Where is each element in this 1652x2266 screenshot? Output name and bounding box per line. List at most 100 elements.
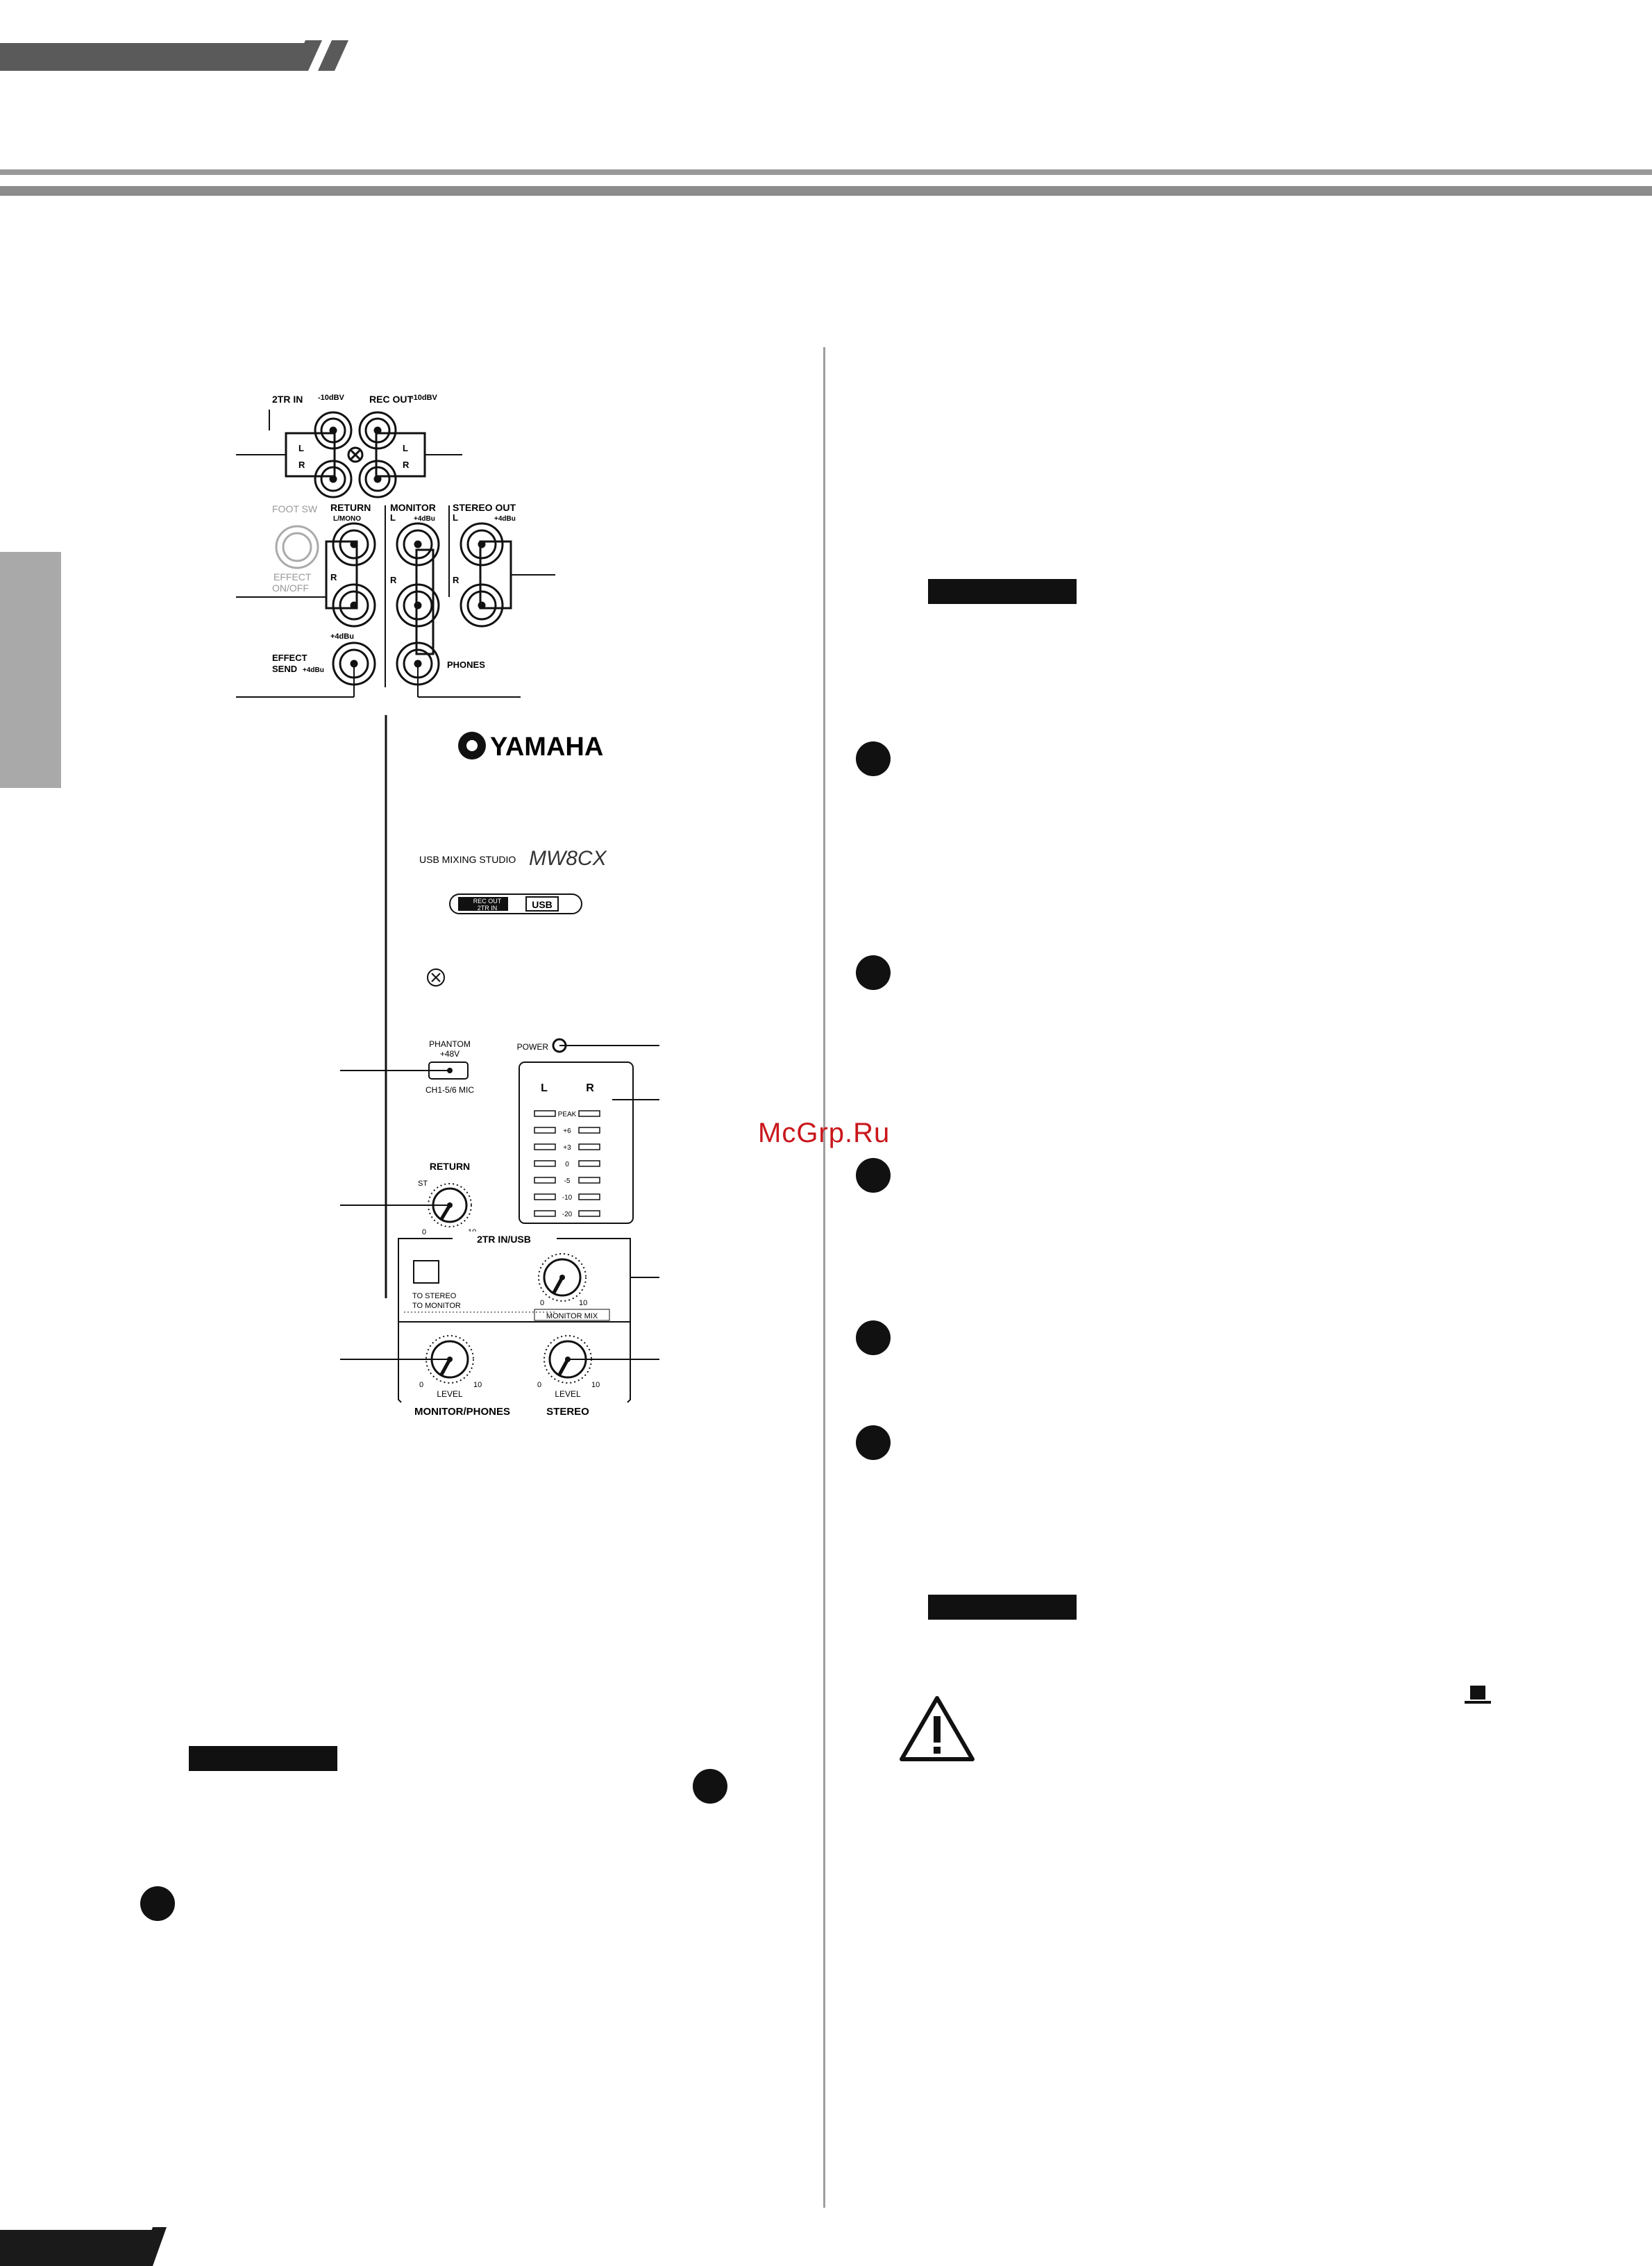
header-bar (0, 43, 305, 71)
footer-bar (0, 2230, 153, 2266)
label-monitor-level: +4dBu (414, 515, 435, 523)
label-effect-send-1: EFFECT (272, 653, 307, 663)
trs-jacks (325, 522, 512, 686)
label-stereo-r: R (453, 575, 460, 585)
label-return-r: R (330, 572, 337, 582)
label-l-out: L (403, 443, 408, 453)
label-monitor-r: R (390, 575, 397, 585)
rca-jacks (285, 411, 426, 498)
return-st-label: ST (418, 1180, 428, 1188)
usb-badge-line1: REC OUT (473, 898, 502, 905)
callout-dot-2 (856, 955, 891, 990)
callout-dot-7 (140, 1886, 175, 1921)
usb-badge-usb: USB (532, 899, 553, 910)
yamaha-logo: YAMAHA (458, 732, 603, 762)
label-rec-out-level: -10dBV (411, 394, 438, 402)
monitor-level-zero: 0 (419, 1381, 423, 1389)
small-square-icon (1465, 1686, 1491, 1704)
return-knob-title: RETURN (430, 1161, 470, 1172)
meter-led-left (534, 1210, 556, 1217)
label-2tr-level: -10dBV (318, 394, 345, 402)
side-tab (0, 552, 61, 788)
meter-led-right (578, 1110, 600, 1117)
stereo-label: STEREO (546, 1406, 589, 1418)
column-divider (823, 347, 825, 2208)
to-monitor-label: TO MONITOR (412, 1302, 461, 1310)
meter-led-left (534, 1110, 556, 1117)
meter-scale-label: -5 (564, 1177, 571, 1185)
to-stereo-switch (413, 1260, 439, 1284)
monitor-mix-knob (538, 1253, 587, 1302)
label-effect-onoff-2: ON/OFF (272, 582, 309, 594)
mixer-panel-illustration: 2TR IN -10dBV REC OUT -10dBV L R L R FOO… (236, 394, 659, 1418)
meter-led-left (534, 1143, 556, 1150)
label-phones: PHONES (447, 660, 485, 670)
header-rule-thin (0, 169, 1652, 175)
monitor-level-label: LEVEL (437, 1389, 463, 1399)
product-name: USB MIXING STUDIO (419, 854, 516, 865)
model-logo: MW8CX (529, 847, 607, 870)
meter-led-right (578, 1143, 600, 1150)
meter-scale-label: -10 (562, 1194, 573, 1202)
heading-bar-1 (928, 579, 1077, 604)
meter-led-right (578, 1177, 600, 1184)
label-rec-out: REC OUT (369, 394, 413, 405)
meter-scale-label: +6 (563, 1127, 571, 1135)
header-slash-marks (292, 40, 348, 71)
label-monitor: MONITOR (390, 502, 436, 513)
callout-dot-3 (856, 1158, 891, 1193)
watermark: McGrp.Ru (758, 1118, 891, 1148)
meter-led-left (534, 1177, 556, 1184)
label-effect-send-level: +4dBu (303, 666, 324, 674)
meter-scale: PEAK +6 +3 0 -5 -10 -20 (534, 1110, 600, 1218)
meter-scale-label: 0 (565, 1161, 569, 1168)
label-return: RETURN (330, 502, 371, 513)
to-stereo-label: TO STEREO (412, 1292, 457, 1300)
phantom-label-2: +48V (440, 1049, 460, 1059)
meter-scale-label: PEAK (558, 1111, 577, 1118)
meter-led-left (534, 1193, 556, 1200)
callout-dot-4 (856, 1320, 891, 1355)
screw-icon (427, 968, 445, 987)
callout-dot-6 (693, 1769, 727, 1804)
meter-r: R (586, 1082, 594, 1094)
brand-name: YAMAHA (490, 732, 603, 762)
monitor-mix-label: MONITOR MIX (546, 1312, 598, 1320)
label-monitor-l: L (390, 512, 396, 523)
label-stereo-l: L (453, 512, 458, 523)
meter-l: L (541, 1082, 548, 1094)
phantom-sub: CH1-5/6 MIC (425, 1085, 474, 1095)
callout-dot-1 (856, 741, 891, 776)
two-tr-usb-title: 2TR IN/USB (477, 1234, 531, 1245)
label-return-sub: L/MONO (333, 515, 361, 523)
usb-badge: REC OUT 2TR IN USB (449, 893, 582, 914)
level-meter (519, 1061, 634, 1224)
warning-icon (900, 1696, 975, 1761)
header-rule-thick (0, 186, 1652, 196)
meter-led-right (578, 1210, 600, 1217)
label-effect-send-2: SEND (272, 664, 297, 674)
meter-led-right (578, 1160, 600, 1167)
mix-ten: 10 (579, 1299, 587, 1307)
callout-leaders-rear (236, 505, 555, 698)
label-2tr-in: 2TR IN (272, 394, 303, 405)
heading-bar-2 (928, 1595, 1077, 1620)
meter-scale-label: -20 (562, 1211, 573, 1218)
label-foot-sw: FOOT SW (272, 503, 318, 514)
footer-slash (139, 2227, 167, 2266)
meter-scale-label: +3 (563, 1144, 571, 1152)
return-zero: 0 (422, 1228, 426, 1236)
label-r-in: R (298, 460, 305, 470)
stereo-level-zero: 0 (537, 1381, 541, 1389)
power-label: POWER (517, 1042, 549, 1052)
usb-badge-line2: 2TR IN (478, 905, 498, 912)
meter-led-right (578, 1127, 600, 1134)
label-l-in: L (298, 443, 304, 453)
label-r-out: R (403, 460, 410, 470)
foot-sw-jack (275, 525, 319, 569)
phantom-label-1: PHANTOM (429, 1039, 471, 1049)
label-stereo-out-level: +4dBu (494, 515, 516, 523)
meter-led-left (534, 1127, 556, 1134)
meter-led-right (578, 1193, 600, 1200)
callout-dot-5 (856, 1425, 891, 1460)
